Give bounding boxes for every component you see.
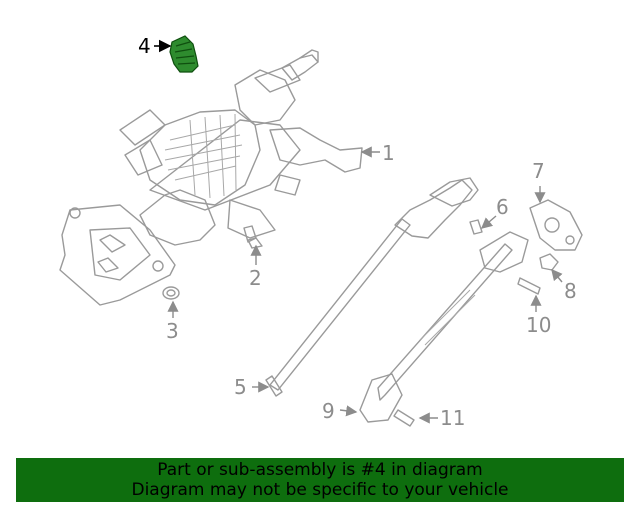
info-banner: Part or sub-assembly is #4 in diagram Di… [16,458,624,502]
part-4-highlighted [169,35,199,73]
callout-1: 1 [382,141,395,165]
mount-part-7 [529,199,583,251]
callout-10: 10 [526,313,551,337]
callout-4: 4 [138,34,151,58]
steering-column-assembly [59,49,363,306]
lower-shaft-part-9 [359,231,529,423]
callout-6: 6 [496,195,509,219]
intermediate-shaft-upper-part-5 [265,177,479,397]
leader-lines [154,39,563,424]
bolt-part-6 [469,219,483,235]
callout-11: 11 [440,406,465,430]
callout-5: 5 [234,375,247,399]
parts-diagram: 4 1 2 3 5 6 7 8 10 9 11 [59,34,583,430]
bolt-part-11 [393,409,415,427]
callout-8: 8 [564,279,577,303]
callout-2: 2 [249,266,262,290]
callout-9: 9 [322,399,335,423]
banner-line-1: Part or sub-assembly is #4 in diagram [157,460,483,480]
washer-part-3 [162,286,180,300]
callout-3: 3 [166,319,179,343]
nut-part-8 [539,253,559,271]
callout-7: 7 [532,159,545,183]
bolt-part-10 [517,277,541,295]
banner-line-2: Diagram may not be specific to your vehi… [131,480,509,500]
